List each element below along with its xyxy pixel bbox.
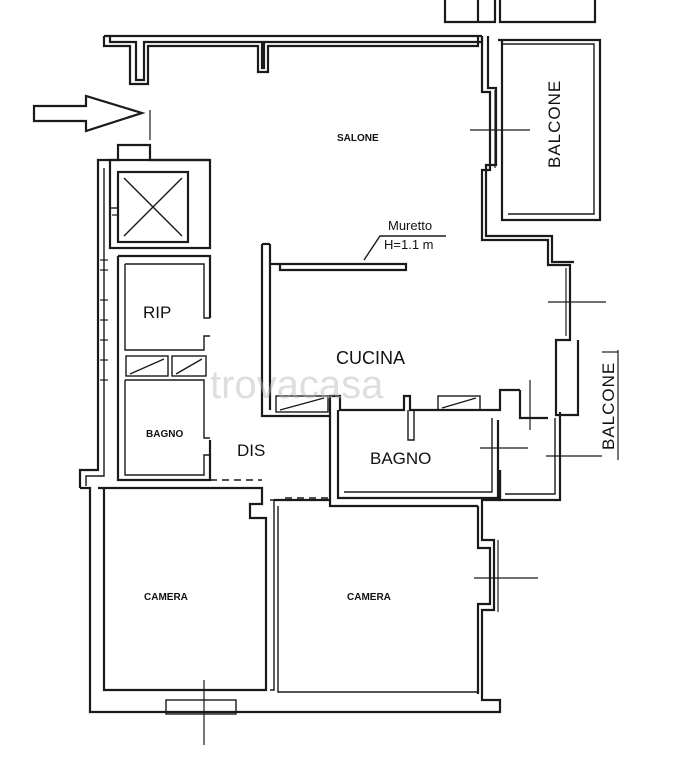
cucina-walls [260,235,548,500]
label-cucina: CUCINA [336,348,405,368]
outer-walls [78,34,602,714]
entrance-arrow-icon [32,94,146,133]
label-camera-right: CAMERA [347,592,391,603]
lift-shaft [108,158,212,250]
balcone-right-lines [602,350,619,460]
label-salone: SALONE [337,133,379,144]
label-rip: RIP [143,303,171,322]
label-muretto-height: H=1.1 m [384,237,434,252]
label-balcone-top: BALCONE [545,80,564,168]
label-bagno-left: BAGNO [146,429,183,440]
label-dis: DIS [237,441,265,460]
watermark: trovacasa [210,363,384,407]
rip-bagno-block [100,254,212,482]
neighbour-walls [443,0,597,24]
label-bagno-right: BAGNO [370,449,431,468]
label-muretto: Muretto [388,218,432,233]
label-balcone-right: BALCONE [599,362,618,450]
window-ticks [112,90,606,612]
label-camera-left: CAMERA [144,592,188,603]
corridor-and-cameras [98,440,478,745]
